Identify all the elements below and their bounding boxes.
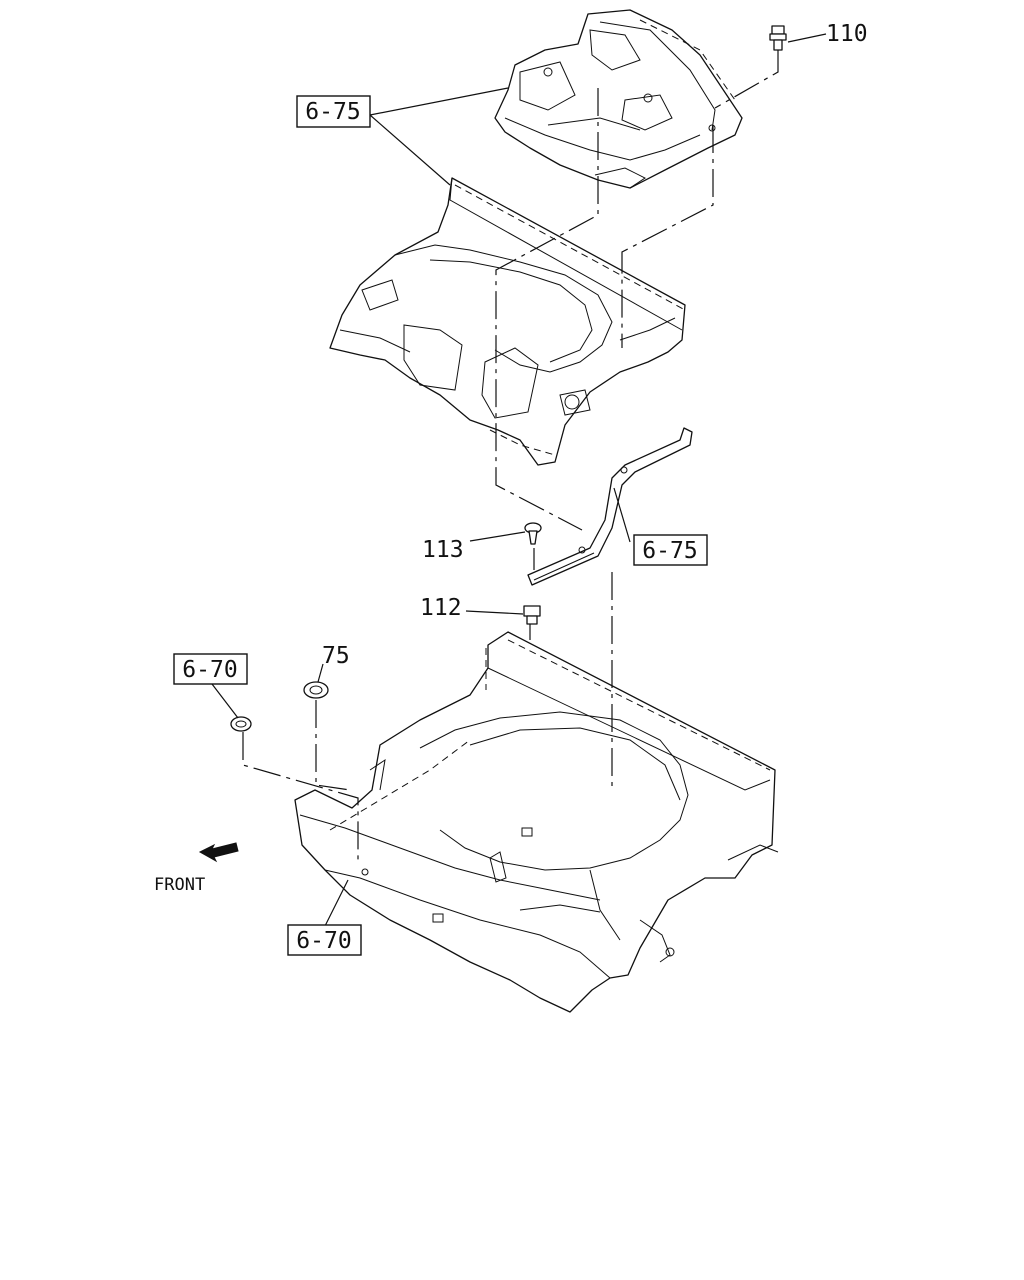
clip-113-icon	[524, 522, 542, 545]
leader-lines	[211, 33, 827, 927]
callout-6-75-mid: 6-75	[633, 534, 708, 566]
callout-6-70-left: 6-70	[173, 653, 248, 685]
callout-6-70-bottom: 6-70	[287, 924, 362, 956]
lower-floor-panel	[294, 631, 779, 1013]
part-number-110: 110	[826, 21, 868, 47]
callout-6-75-mid-label: 6-75	[642, 538, 697, 564]
callout-6-70-left-label: 6-70	[182, 657, 237, 683]
part-number-112: 112	[420, 595, 462, 621]
floor-bracket	[527, 427, 693, 586]
fastener-112-icon	[523, 605, 541, 625]
grommet-6-70-icon	[230, 716, 252, 732]
bolt-110-axis	[714, 50, 779, 109]
callout-6-70-bottom-label: 6-70	[296, 928, 351, 954]
front-arrow-icon	[198, 842, 239, 863]
grommet-75-icon	[303, 681, 329, 699]
upper-floor-panel	[329, 177, 686, 466]
part-number-113: 113	[422, 537, 464, 563]
front-label: FRONT	[154, 875, 205, 895]
callout-6-75-top-label: 6-75	[305, 99, 360, 125]
alignment-lines	[242, 88, 714, 862]
callout-6-75-top: 6-75	[296, 95, 371, 128]
bolt-110-icon	[769, 25, 787, 51]
upper-cover-panel	[494, 9, 743, 189]
part-number-75: 75	[322, 643, 350, 669]
